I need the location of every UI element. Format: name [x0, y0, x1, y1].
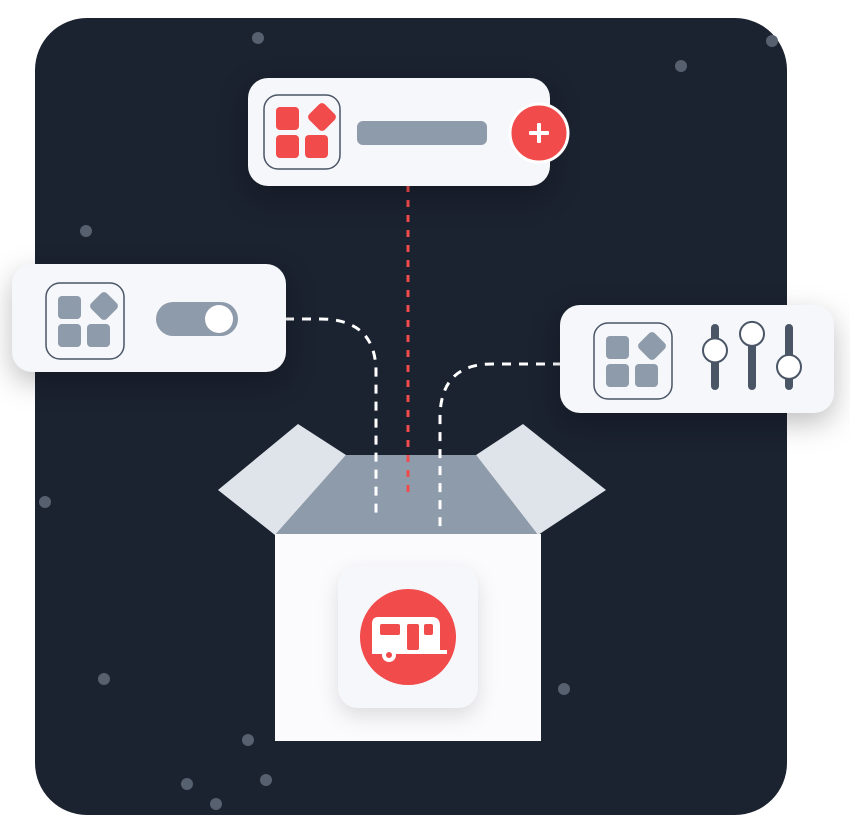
app-grid-icon	[593, 322, 673, 400]
slider-knob[interactable]	[776, 353, 802, 380]
star-field	[39, 32, 778, 810]
slider-knob[interactable]	[702, 337, 728, 364]
connector-left-dashed	[285, 317, 378, 520]
star	[210, 798, 222, 810]
star	[98, 673, 110, 685]
box-flap-left	[218, 424, 346, 535]
top-integration-card	[248, 78, 570, 186]
sliders-icon[interactable]	[702, 320, 802, 390]
app-grid-icon	[263, 94, 341, 170]
camper-van-icon	[360, 589, 456, 685]
connector-right-dashed	[438, 362, 562, 538]
slider-knob[interactable]	[739, 320, 765, 347]
star	[252, 32, 264, 44]
star	[766, 35, 778, 47]
app-grid-icon	[45, 282, 125, 360]
toggle-switch-icon[interactable]	[156, 302, 238, 336]
star	[260, 774, 272, 786]
box-flap-right	[476, 424, 606, 535]
right-integration-card	[560, 305, 834, 413]
star	[181, 778, 193, 790]
background-panel	[35, 18, 787, 815]
plus-icon[interactable]	[508, 102, 570, 164]
star	[39, 496, 51, 508]
box-inside	[275, 455, 538, 535]
star	[675, 60, 687, 72]
text-placeholder-bar	[357, 121, 487, 145]
star	[242, 734, 254, 746]
star	[558, 683, 570, 695]
left-integration-card	[12, 264, 286, 372]
star	[80, 225, 92, 237]
